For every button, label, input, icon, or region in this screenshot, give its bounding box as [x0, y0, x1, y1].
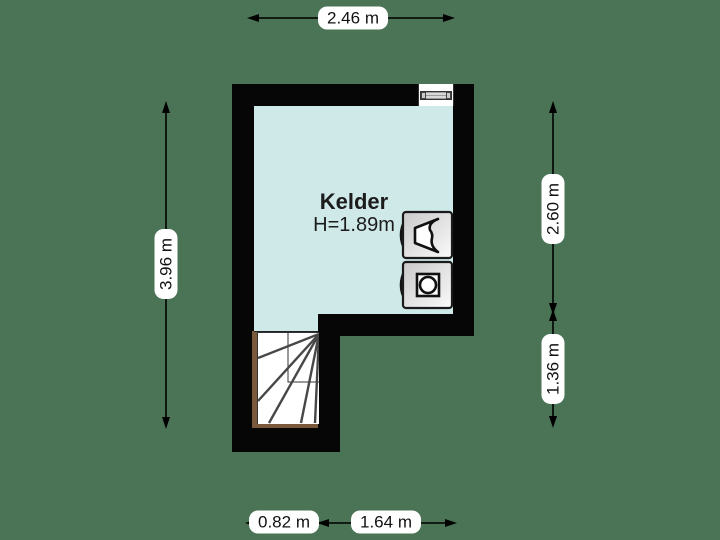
appliances-group: [399, 210, 454, 310]
window-frame-right: [446, 92, 451, 99]
window-frame-left: [421, 92, 426, 99]
room-area-stair-access: [254, 314, 318, 332]
stairs-treads: [258, 333, 319, 424]
room-label: Kelder H=1.89m: [313, 189, 395, 237]
dimension-label-left: 3.96 m: [154, 229, 178, 299]
wall-top: [232, 84, 474, 106]
wall-left: [232, 84, 254, 452]
wall-right: [453, 84, 474, 336]
room-name: Kelder: [319, 189, 389, 214]
stairs-boundary-line: [254, 331, 318, 332]
dimension-label-top: 2.46 m: [318, 6, 388, 30]
winder-stairs-icon: [257, 332, 319, 424]
room-ceiling-height: H=1.89m: [313, 214, 395, 236]
window-icon: [418, 84, 454, 106]
window-glazing: [420, 91, 452, 100]
dimension-label-bottom-left: 0.82 m: [249, 510, 319, 534]
window-glass: [426, 92, 446, 99]
wall-notch: [318, 314, 474, 336]
dimension-label-bottom-right: 1.64 m: [351, 510, 421, 534]
dimension-label-right-lower: 1.36 m: [541, 334, 565, 404]
wall-lower-right: [318, 336, 340, 452]
wall-bottom: [232, 428, 340, 452]
washing-machine-icon: [401, 260, 454, 310]
dimension-label-right-upper: 2.60 m: [541, 174, 565, 244]
sink-icon: [401, 210, 454, 260]
